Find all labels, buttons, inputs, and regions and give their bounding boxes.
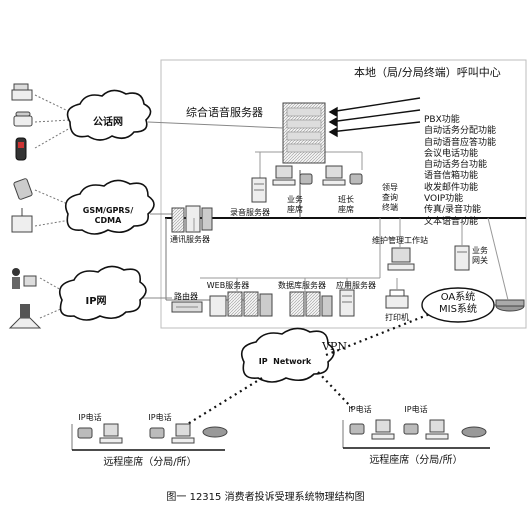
mobile-network-label: GSM/GPRS/ CDMA	[82, 206, 134, 225]
call-center-title: 本地（局/分局终端）呼叫中心	[354, 66, 501, 79]
feature-item: 传真/录音功能	[424, 205, 482, 216]
db-server-label: 数据库服务器	[278, 281, 326, 290]
shift-leader-seat-icon	[322, 165, 363, 186]
feature-list: PBX功能 自动话务分配功能 自动语音应答功能 会议电话功能 自动话务台功能 语…	[424, 115, 496, 228]
remote-ip-phone-label: IP电话	[148, 413, 172, 422]
feature-item: 文本语音功能	[424, 216, 479, 227]
fax-icon	[11, 83, 33, 101]
comm-server-icon	[171, 205, 213, 233]
pda-icon	[13, 178, 33, 200]
printer-label: 打印机	[385, 313, 409, 322]
desk-phone-icon	[13, 111, 33, 127]
web-server-label: WEB服务器	[206, 281, 250, 290]
comm-server-label: 通讯服务器	[170, 235, 210, 244]
printer-icon	[385, 289, 409, 309]
feature-item: 自动话务分配功能	[424, 126, 497, 137]
vpn-links	[177, 308, 441, 431]
recording-server-icon	[251, 177, 267, 203]
shift-leader-seat-label: 班长 座席	[338, 195, 354, 214]
oa-link	[487, 217, 509, 301]
ip-network-cloud-label: IP Network	[258, 357, 312, 366]
pstn-to-server	[147, 121, 284, 129]
oa-mis-label: OA系统 MIS系统	[439, 292, 477, 315]
wireless-terminal-icon	[11, 208, 33, 233]
vpn-label: VPN	[322, 340, 347, 353]
ip-network-label: IP网	[85, 296, 107, 307]
wireless-links	[34, 94, 71, 319]
router-icon	[171, 301, 203, 313]
leader-query-label: 领导 查询 终端	[382, 183, 398, 212]
ip-network-cloud	[240, 327, 335, 383]
ip-cloud	[58, 265, 147, 321]
business-gateway-icon	[454, 245, 470, 271]
mobile-cloud	[64, 179, 155, 235]
business-gateway-label: 业务 网关	[472, 246, 488, 265]
feature-item: 自动语音应答功能	[424, 137, 497, 148]
business-seat-icon	[272, 165, 313, 186]
remote-seat-left-label: 远程座席（分局/所）	[103, 457, 197, 468]
voice-server-label: 综合语音服务器	[186, 106, 263, 119]
feature-item: 自动话务台功能	[424, 160, 488, 171]
business-seat-label: 业务 座席	[287, 195, 303, 214]
feature-item: 语音信箱功能	[424, 171, 479, 182]
feature-item: 收发邮件功能	[424, 182, 479, 193]
remote-site-left	[71, 423, 228, 451]
feature-arrows	[328, 97, 421, 138]
remote-site-right	[342, 419, 490, 449]
app-server-icon	[339, 289, 355, 317]
router-label: 路由器	[174, 292, 198, 301]
call-center-boundary	[160, 59, 527, 329]
figure-caption: 图一 12315 消费者投诉受理系统物理结构图	[166, 492, 365, 503]
bus-drops	[193, 218, 398, 292]
pstn-label: 公话网	[93, 117, 123, 128]
maintenance-workstation-icon	[387, 247, 415, 271]
user-pc-icon	[12, 268, 37, 289]
recording-server-label: 录音服务器	[230, 208, 270, 217]
pstn-cloud	[66, 89, 152, 141]
remote-seat-right-label: 远程座席（分局/所）	[369, 455, 463, 466]
feature-item: PBX功能	[424, 115, 460, 125]
oa-router-icon	[495, 299, 525, 312]
feature-item: 会议电话功能	[424, 148, 479, 159]
maintenance-label: 维护管理工作站	[372, 236, 428, 245]
remote-ip-phone-label: IP电话	[348, 405, 372, 414]
feature-item: VOIP功能	[424, 194, 464, 205]
mobile-phone-icon	[15, 137, 27, 161]
laptop-icon	[8, 304, 42, 329]
remote-ip-phone-label: IP电话	[78, 413, 102, 422]
voice-server-icon	[282, 102, 326, 164]
db-server-icon	[289, 291, 333, 317]
remote-ip-phone-label: IP电话	[404, 405, 428, 414]
app-server-label: 应用服务器	[336, 281, 376, 290]
web-server-icon	[209, 291, 273, 317]
